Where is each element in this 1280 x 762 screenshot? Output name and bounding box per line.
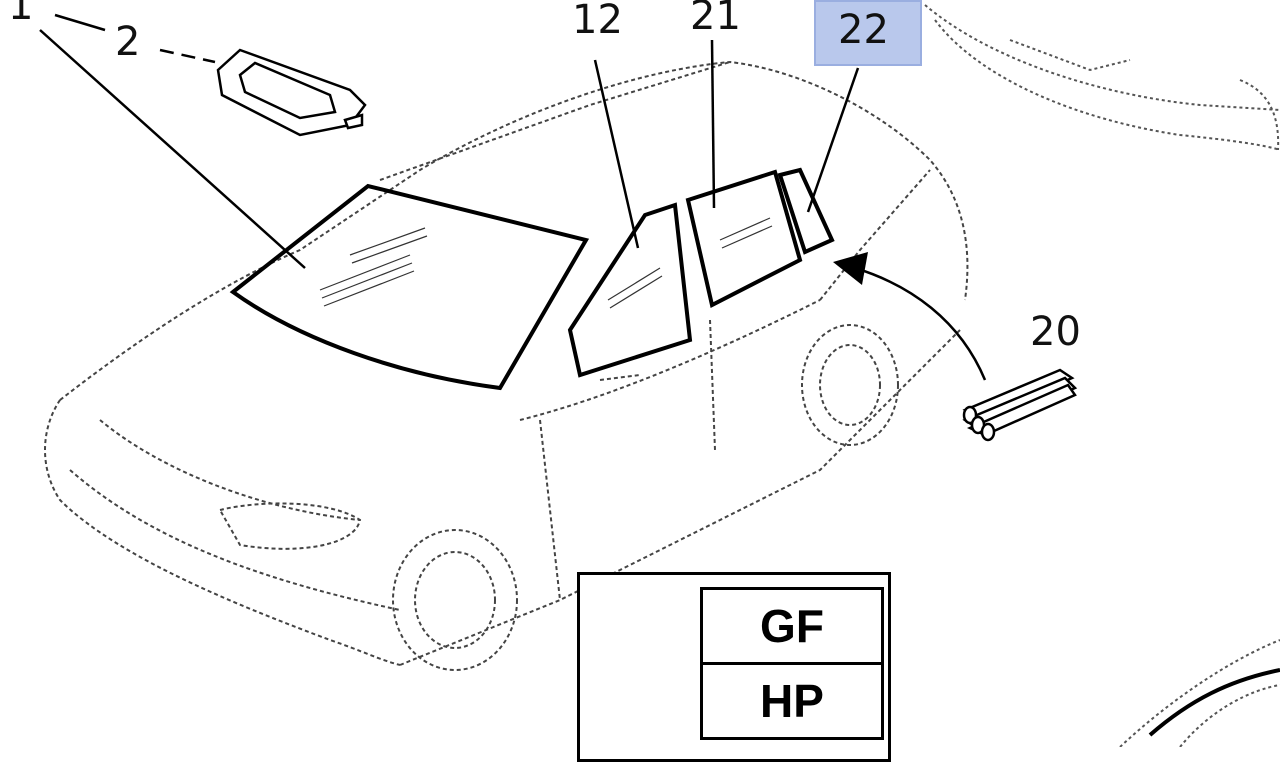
seal-strip-part-20 bbox=[962, 368, 1078, 442]
glass-hatching bbox=[319, 217, 773, 309]
callout-1: 1 bbox=[8, 0, 34, 29]
quarter-window-part bbox=[777, 167, 835, 255]
neighbor-car-bottom-right bbox=[1119, 639, 1280, 748]
neighbor-windscreen bbox=[1148, 668, 1280, 737]
variant-code-box: GF HP bbox=[577, 572, 891, 762]
car-body bbox=[44, 60, 969, 671]
leader-lines bbox=[39, 13, 987, 381]
code-cell-hp: HP bbox=[700, 662, 884, 740]
frame-part-2 bbox=[216, 48, 367, 137]
callout-12: 12 bbox=[572, 0, 623, 43]
callout-2: 2 bbox=[115, 19, 141, 65]
neighbor-car-top-right bbox=[924, 4, 1280, 151]
front-door-window-part bbox=[567, 202, 693, 378]
callout-20: 20 bbox=[1030, 309, 1081, 355]
code-cell-gf: GF bbox=[700, 587, 884, 665]
callout-22-highlighted[interactable]: 22 bbox=[814, 0, 922, 66]
windscreen-part bbox=[229, 183, 590, 391]
arrow-head bbox=[833, 252, 868, 285]
callout-21: 21 bbox=[690, 0, 741, 39]
rear-door-window-part bbox=[685, 169, 803, 308]
